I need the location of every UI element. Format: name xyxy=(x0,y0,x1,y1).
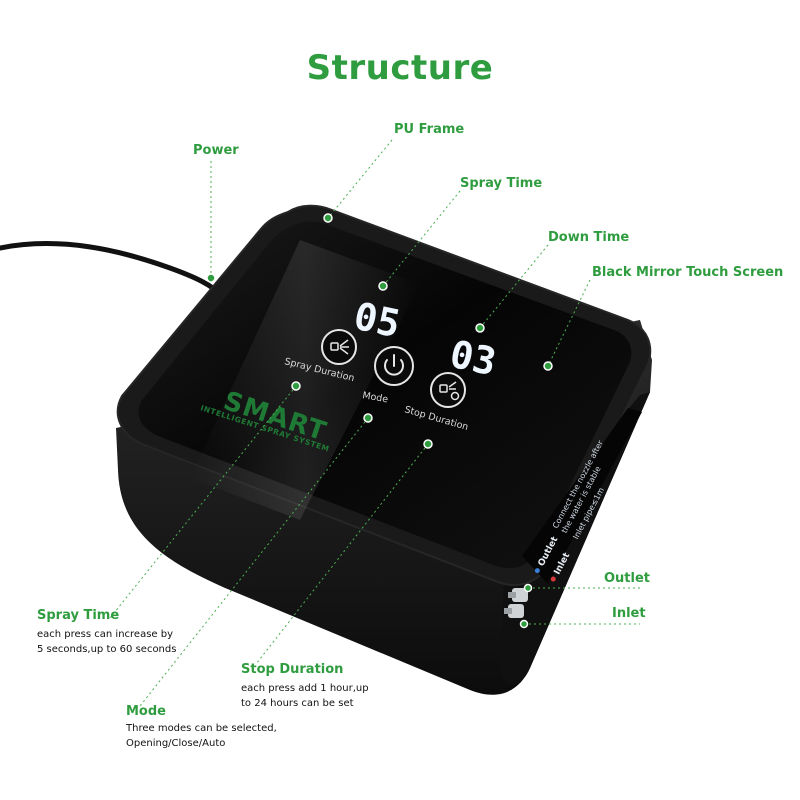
down-time-label: Down Time xyxy=(548,230,630,245)
stop-duration-callout-title: Stop Duration xyxy=(241,662,344,677)
spray-duration-button[interactable] xyxy=(321,329,357,365)
mode-callout-title: Mode xyxy=(126,704,166,719)
spray-time-callout-desc: each press can increase by 5 seconds,up … xyxy=(37,627,176,657)
black-mirror-touch-screen-label: Black Mirror Touch Screen xyxy=(592,265,784,280)
mode-label: Mode xyxy=(361,390,389,405)
touch-screen-glass xyxy=(138,221,632,569)
outlet-marker-icon xyxy=(534,568,540,574)
spray-duration-display: 05 xyxy=(350,294,404,347)
outlet-label: Outlet xyxy=(604,571,651,586)
inlet-label: Inlet xyxy=(612,606,646,621)
pu-frame-label: PU Frame xyxy=(394,122,465,137)
mode-callout-desc: Three modes can be selected, Opening/Clo… xyxy=(126,721,277,751)
stop-duration-desc-line1: each press add 1 hour,up xyxy=(241,683,369,694)
power-icon xyxy=(384,354,404,376)
power-label: Power xyxy=(193,143,239,158)
stop-duration-desc-line2: to 24 hours can be set xyxy=(241,698,354,709)
spray-stop-icon xyxy=(439,381,460,401)
mode-button[interactable] xyxy=(374,346,414,386)
spray-time-desc-line2: 5 seconds,up to 60 seconds xyxy=(37,644,177,655)
spray-time-label: Spray Time xyxy=(460,176,543,191)
spray-time-desc-line1: each press can increase by xyxy=(37,629,174,640)
power-cable xyxy=(0,241,225,299)
leader-lines xyxy=(109,139,640,707)
outlet-port xyxy=(508,588,528,602)
stop-duration-callout-desc: each press add 1 hour,up to 24 hours can… xyxy=(241,681,369,711)
spray-nozzle-icon xyxy=(330,339,349,355)
stop-duration-button[interactable] xyxy=(430,372,466,408)
mode-desc-line1: Three modes can be selected, xyxy=(126,723,277,734)
leader-dots xyxy=(206,213,553,629)
inlet-port xyxy=(504,604,524,618)
inlet-marker-icon xyxy=(550,576,556,582)
side-label-panel xyxy=(522,408,642,584)
spray-time-callout-title: Spray Time xyxy=(37,608,120,623)
mode-desc-line2: Opening/Close/Auto xyxy=(126,738,226,749)
glass-reflection xyxy=(190,240,420,520)
page-title: Structure xyxy=(306,48,494,88)
